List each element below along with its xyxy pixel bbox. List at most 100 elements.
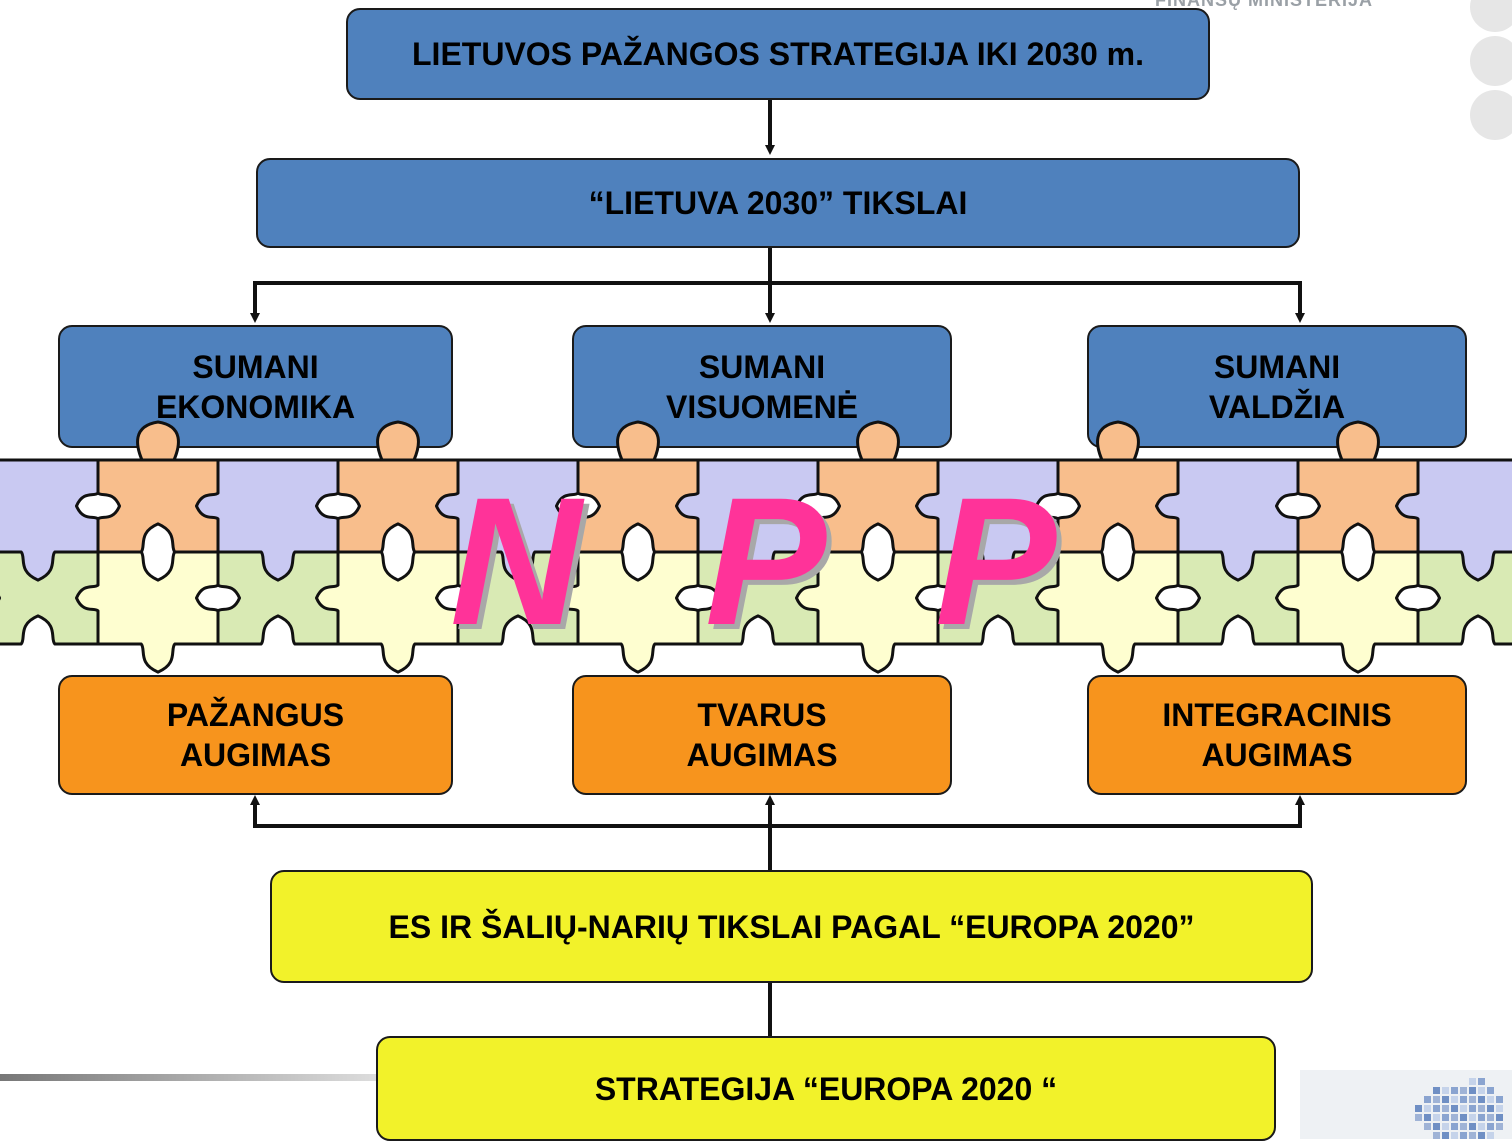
logo-tile [1496,1123,1503,1130]
puzzle-piece [674,458,820,582]
logo-tile [1487,1096,1494,1103]
logo-tile [1433,1114,1440,1121]
logo-tile [1487,1087,1494,1094]
europa-2020-strategy-box: STRATEGIJA “EUROPA 2020 “ [376,1036,1276,1141]
logo-tile [1469,1105,1476,1112]
logo-tile [1433,1087,1440,1094]
logo-tile [1442,1105,1449,1112]
logo-tile [1451,1132,1458,1139]
logo-tile [1460,1096,1467,1103]
logo-tile [1478,1123,1485,1130]
logo-tile [1424,1096,1431,1103]
puzzle-piece [1034,550,1180,674]
logo-tile [1415,1105,1422,1112]
logo-tile [1442,1096,1449,1103]
logo-tile [1433,1105,1440,1112]
sustainable-growth-line2: AUGIMAS [686,737,838,773]
logo-tile [1478,1114,1485,1121]
logo-tile [1496,1114,1503,1121]
logo-tile [1487,1132,1494,1139]
lietuva-2030-goals-box: “LIETUVA 2030” TIKSLAI [256,158,1300,248]
puzzle-piece [314,550,460,674]
logo-tile [1424,1105,1431,1112]
logo-tile [1433,1123,1440,1130]
puzzle-piece [914,458,1060,582]
logo-tile [1451,1105,1458,1112]
logo-tile [1469,1096,1476,1103]
sustainable-growth-line1: TVARUS [697,697,827,733]
logo-tile [1433,1096,1440,1103]
logo-tile [1433,1132,1440,1139]
decor-circle [1470,36,1512,86]
logo-tile [1424,1114,1431,1121]
smart-growth-line2: AUGIMAS [179,737,332,773]
npp-letter-p1: P [705,459,827,663]
puzzle-piece [194,458,340,582]
lithuania-map-logo [1415,1078,1503,1139]
logo-tile [1487,1123,1494,1130]
logo-tile [1460,1132,1467,1139]
smart-growth-line1: PAŽANGUS [166,697,345,733]
logo-tile [1469,1078,1476,1085]
footer-decor [0,1070,1512,1139]
puzzle-knob [136,420,180,462]
logo-tile [1442,1132,1449,1139]
puzzle-knob [856,420,900,462]
smart-governance-line1: SUMANI [1213,349,1341,385]
puzzle-piece [1394,458,1512,582]
puzzle-knob [376,420,420,462]
logo-tile [1469,1123,1476,1130]
logo-tile [1460,1114,1467,1121]
logo-tile [1451,1096,1458,1103]
inclusive-growth-line2: AUGIMAS [1201,737,1353,773]
logo-tile [1469,1087,1476,1094]
puzzle-band [0,420,1512,674]
ministry-header: FINANSŲ MINISTERIJA [1155,0,1374,10]
logo-tile [1460,1105,1467,1112]
puzzle-piece [0,458,100,582]
smart-economy-line1: SUMANI [192,349,319,385]
logo-tile [1451,1087,1458,1094]
smart-society-line2: VISUOMENĖ [665,389,859,425]
smart-society-line1: SUMANI [698,349,826,385]
smart-growth-box: PAŽANGUS AUGIMAS [58,675,453,795]
puzzle-knob [616,420,660,462]
logo-tile [1460,1123,1467,1130]
smart-governance-line2: VALDŽIA [1208,389,1346,425]
logo-tile [1415,1114,1422,1121]
puzzle-piece [74,550,220,674]
logo-tile [1424,1123,1431,1130]
logo-tile [1460,1087,1467,1094]
puzzle-piece [1274,550,1420,674]
eu-goals-box: ES IR ŠALIŲ-NARIŲ TIKSLAI PAGAL “EUROPA … [270,870,1313,983]
sustainable-growth-box: TVARUS AUGIMAS [572,675,952,795]
inclusive-growth-box: INTEGRACINIS AUGIMAS [1087,675,1467,795]
logo-tile [1442,1087,1449,1094]
logo-tile [1451,1123,1458,1130]
logo-tile [1487,1105,1494,1112]
smart-economy-line2: EKONOMIKA [155,389,356,425]
logo-tile [1478,1132,1485,1139]
puzzle-piece [434,458,580,582]
logo-tile [1478,1105,1485,1112]
logo-tile [1451,1114,1458,1121]
smart-governance-box: SUMANI VALDŽIA [1087,325,1467,448]
logo-tile [1478,1096,1485,1103]
decor-circle [1470,90,1512,140]
puzzle-knob [1336,420,1380,462]
logo-tile [1469,1132,1476,1139]
logo-tile [1487,1114,1494,1121]
logo-tile [1442,1114,1449,1121]
logo-tile [1496,1096,1503,1103]
puzzle-knob [1096,420,1140,462]
logo-tile [1478,1087,1485,1094]
inclusive-growth-line1: INTEGRACINIS [1162,697,1392,733]
puzzle-piece [1154,458,1300,582]
npp-letter-p2: P [935,459,1057,663]
npp-letter-n: N [450,459,582,663]
logo-tile [1478,1078,1485,1085]
logo-tile [1469,1114,1476,1121]
logo-tile [1442,1123,1449,1130]
